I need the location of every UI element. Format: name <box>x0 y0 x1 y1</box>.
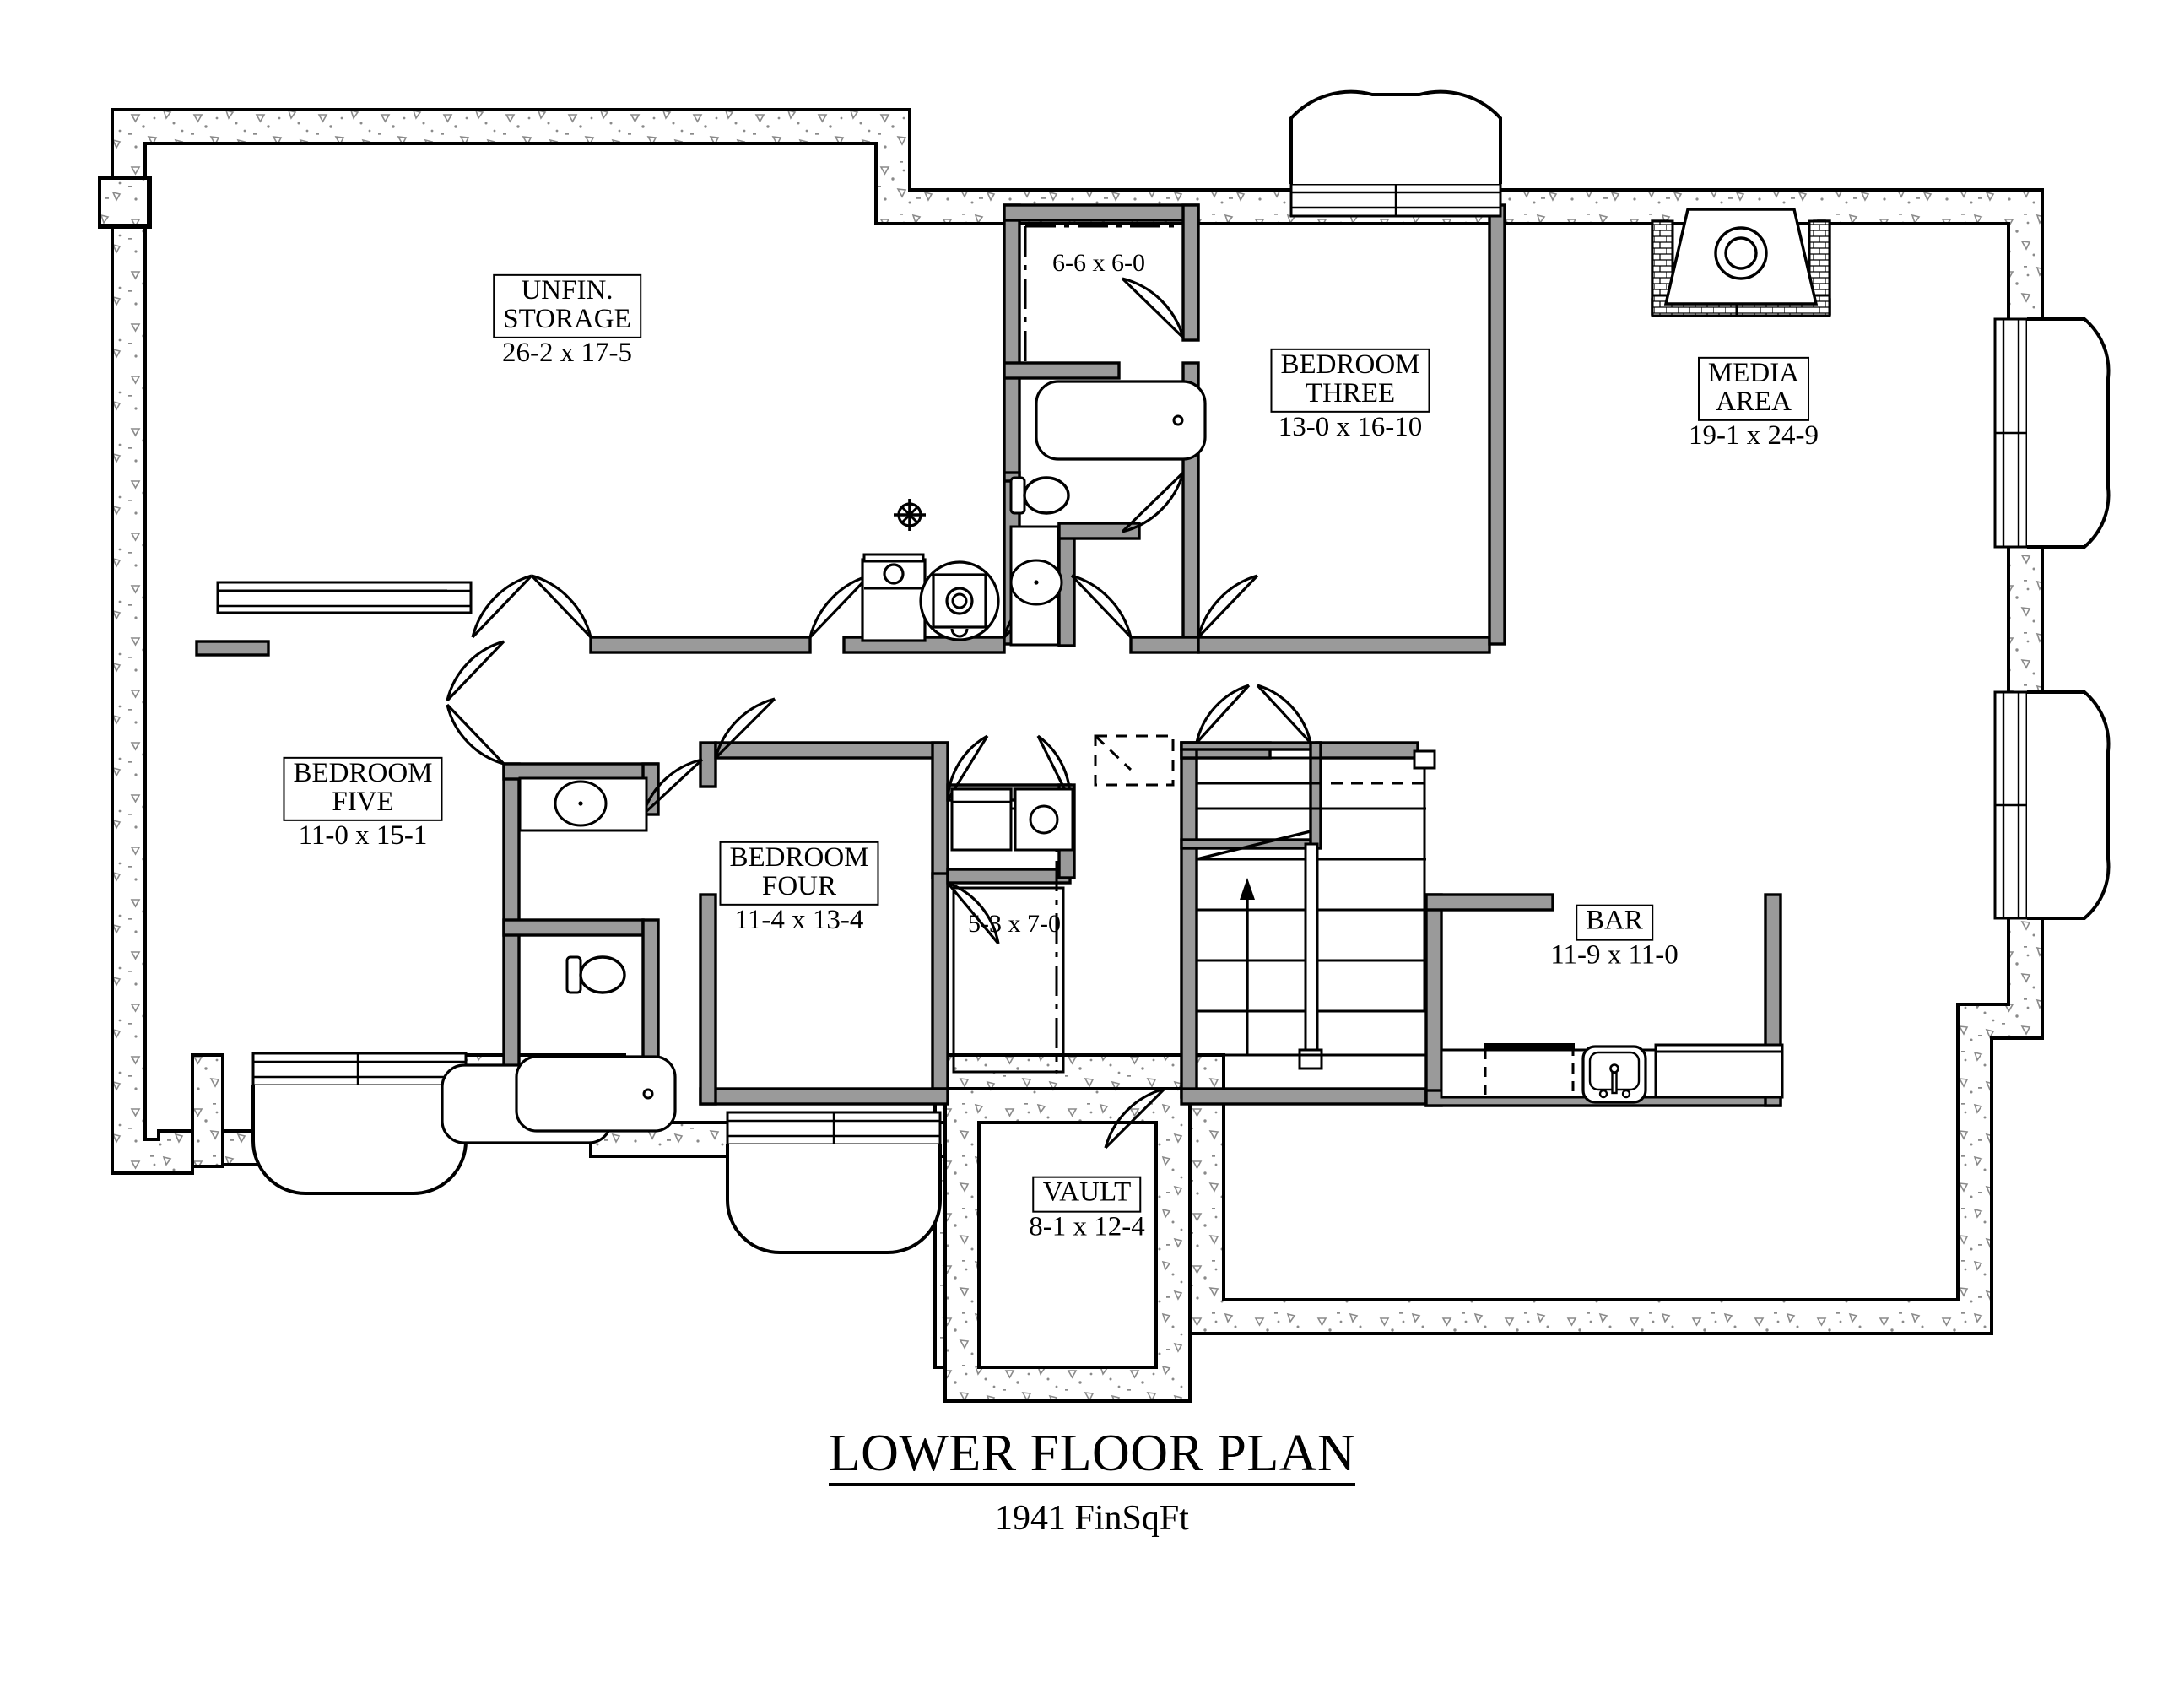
room-label-bedroom-three: BEDROOM THREE 13-0 x 16-10 <box>1270 348 1430 443</box>
room-name-line: BEDROOM <box>1280 349 1420 380</box>
floor-area-note: 1941 FinSqFt <box>995 1499 1189 1539</box>
vault-room-walls <box>943 1087 1192 1403</box>
room-name-line: BEDROOM <box>729 841 869 873</box>
room-name-box: MEDIA AREA <box>1697 356 1810 422</box>
room-name-line: BEDROOM <box>293 757 433 788</box>
room-label-bedroom-five: BEDROOM FIVE 11-0 x 15-1 <box>283 756 443 852</box>
room-name-line: FOUR <box>761 870 837 901</box>
bath-upper-fixtures <box>1009 380 1207 647</box>
room-name-line: BAR <box>1586 905 1643 936</box>
room-name-box: VAULT <box>1032 1176 1142 1213</box>
pocket-door-dashed <box>1094 734 1175 787</box>
wall-stub-lower-left <box>191 1053 224 1168</box>
room-label-media-area: MEDIA AREA 19-1 x 24-9 <box>1689 356 1819 452</box>
title-block: LOWER FLOOR PLAN 1941 FinSqFt <box>0 1426 2184 1537</box>
mechanical-equipment <box>861 497 1074 852</box>
windows <box>216 89 2111 1254</box>
room-dimension: 13-0 x 16-10 <box>1278 412 1423 443</box>
room-name-box: BEDROOM FOUR <box>719 841 879 906</box>
room-name-box: UNFIN. STORAGE <box>493 273 641 339</box>
fireplace <box>1651 208 1831 317</box>
closet-shelving-bedroom-four <box>952 886 1065 1074</box>
bath-lower-fixtures <box>441 776 677 1144</box>
room-dimension: 11-4 x 13-4 <box>734 905 864 936</box>
staircase <box>1196 749 1436 1070</box>
room-name-box: BEDROOM THREE <box>1270 348 1430 414</box>
room-name-line: UNFIN. <box>521 274 614 306</box>
room-label-unfin-storage: UNFIN. STORAGE 26-2 x 17-5 <box>493 273 641 369</box>
window-storage-left <box>216 581 473 614</box>
room-name-line: STORAGE <box>503 303 631 334</box>
room-name-line: FIVE <box>332 786 394 817</box>
room-dimension: 11-0 x 15-1 <box>298 820 428 852</box>
room-dimension: 8-1 x 12-4 <box>1029 1211 1145 1242</box>
page-title: LOWER FLOOR PLAN <box>828 1426 1356 1487</box>
room-dimension: 19-1 x 24-9 <box>1689 420 1819 452</box>
room-name-line: AREA <box>1716 386 1792 417</box>
window-right-upper <box>1993 317 2111 549</box>
room-name-line: VAULT <box>1042 1177 1132 1208</box>
wall-ledge-left <box>98 176 150 227</box>
closet-dimension-bedroom-four: 5-3 x 7-0 <box>968 910 1061 938</box>
window-right-lower <box>1993 690 2111 920</box>
room-dimension: 11-9 x 11-0 <box>1550 939 1679 971</box>
room-label-vault: VAULT 8-1 x 12-4 <box>1029 1176 1145 1242</box>
room-dimension: 26-2 x 17-5 <box>502 338 632 369</box>
room-label-bar: BAR 11-9 x 11-0 <box>1550 904 1679 971</box>
room-name-box: BEDROOM FIVE <box>283 756 443 822</box>
room-name-line: MEDIA <box>1707 357 1800 388</box>
window-bedroom-five <box>251 1052 468 1195</box>
window-top-center <box>1289 89 1502 218</box>
window-bedroom-four <box>726 1111 942 1254</box>
room-name-line: THREE <box>1305 377 1396 408</box>
room-label-bedroom-four: BEDROOM FOUR 11-4 x 13-4 <box>719 841 879 936</box>
closet-dimension-bedroom-three: 6-6 x 6-0 <box>1052 249 1145 277</box>
room-name-box: BAR <box>1576 904 1653 941</box>
bar-cabinetry <box>1440 1043 1784 1104</box>
interior-partition-walls <box>195 203 1831 1112</box>
